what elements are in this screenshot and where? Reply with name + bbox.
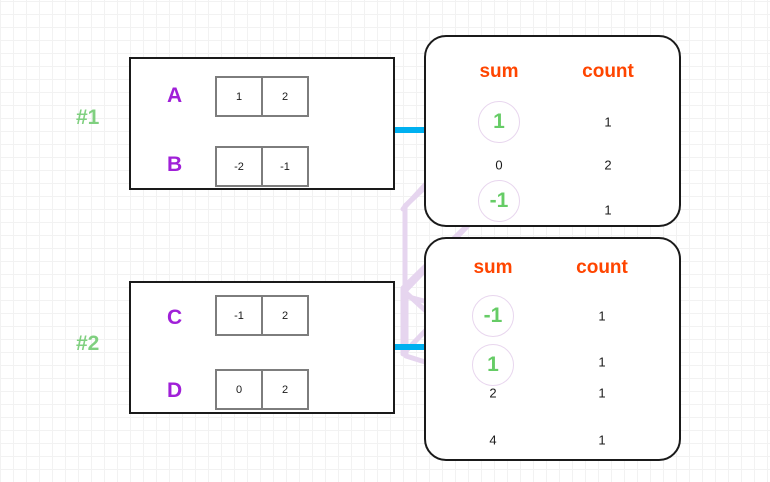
panel-1-sum-0: 1 [493,110,505,133]
panel-2-count-0: 1 [598,308,606,324]
row-letter-a: A [167,84,183,107]
row-cells-a: 1 2 [215,76,309,117]
group-label-2: #2 [76,332,100,355]
row-cells-d: 0 2 [215,369,309,410]
cell-d-0: 0 [215,369,263,410]
cell-d-1: 2 [261,369,309,410]
panel-2-sum-0: -1 [483,304,503,327]
panel-2-sum-2: 2 [489,385,497,401]
panel-2-header-count: count [576,257,628,278]
panel-2-sum-3: 4 [489,432,497,448]
panel-1-count-1: 2 [604,157,612,173]
row-letter-c: C [167,306,183,329]
panel-2-count-2: 1 [598,385,606,401]
panel-1-count-2: 1 [604,202,612,218]
panel-1-header-sum: sum [479,61,519,82]
row-letter-d: D [167,379,183,402]
panel-1-count-0: 1 [604,114,612,130]
cell-c-0: -1 [215,295,263,336]
panel-2-count-3: 1 [598,432,606,448]
row-cells-b: -2 -1 [215,146,309,187]
group-label-1: #1 [76,106,100,129]
group-box-1: A 1 2 B -2 -1 [129,57,395,190]
cell-a-0: 1 [215,76,263,117]
cell-a-1: 2 [261,76,309,117]
agg-panel-1: sum count 1 1 0 2 -1 1 [424,35,681,227]
cell-c-1: 2 [261,295,309,336]
panel-2-sum-1: 1 [487,353,499,376]
group-box-2: C -1 2 D 0 2 [129,281,395,414]
panel-1-sum-1: 0 [495,157,503,173]
panel-1-header-count: count [582,61,634,82]
agg-panel-2: sum count -1 1 1 1 2 1 4 1 [424,237,681,461]
row-letter-b: B [167,153,183,176]
row-cells-c: -1 2 [215,295,309,336]
panel-1-sum-2: -1 [489,189,509,212]
cell-b-0: -2 [215,146,263,187]
cell-b-1: -1 [261,146,309,187]
panel-2-header-sum: sum [473,257,513,278]
panel-2-count-1: 1 [598,354,606,370]
